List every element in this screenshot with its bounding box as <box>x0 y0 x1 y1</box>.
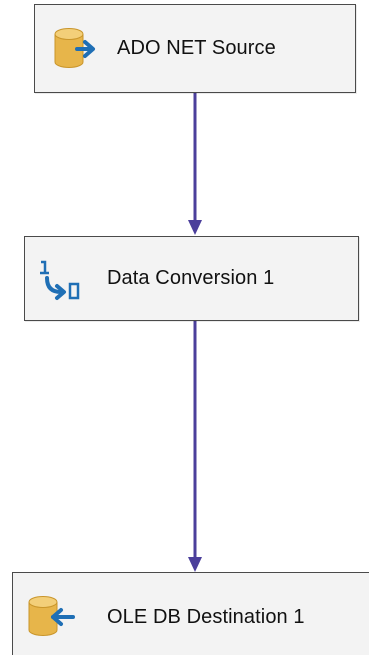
component-label: ADO NET Source <box>117 37 276 59</box>
database-incoming-icon <box>23 594 79 640</box>
component-label: Data Conversion 1 <box>107 267 275 289</box>
path-source-to-conversion[interactable] <box>188 93 202 235</box>
path-conversion-to-destination[interactable] <box>188 321 202 572</box>
ole-db-destination-component[interactable]: OLE DB Destination 1 <box>12 572 369 655</box>
database-outgoing-icon <box>49 26 101 72</box>
data-conversion-component[interactable]: Data Conversion 1 <box>24 236 359 321</box>
ado-net-source-component[interactable]: ADO NET Source <box>34 4 356 93</box>
data-conversion-icon <box>37 254 85 304</box>
component-label: OLE DB Destination 1 <box>107 605 305 628</box>
